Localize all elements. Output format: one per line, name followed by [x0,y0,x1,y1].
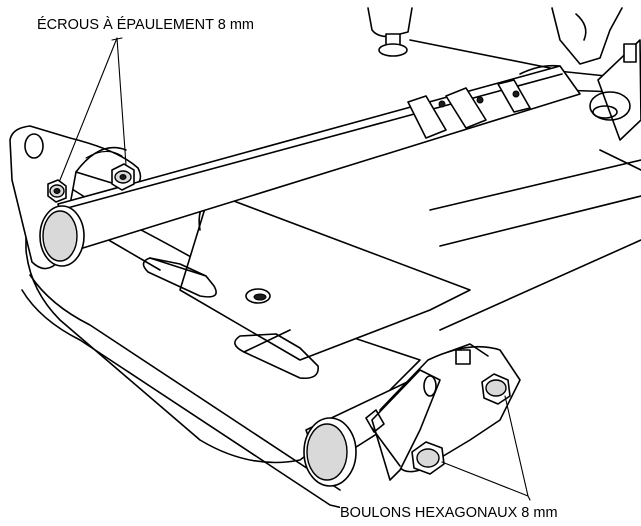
hex-bolts-callout: BOULONS HEXAGONAUX 8 mm [340,505,564,521]
shoulder-nut-right [111,163,135,191]
cross-tube [39,64,581,267]
top-callout-leaders [59,37,127,181]
bottom-callout-leaders [441,395,531,501]
hex-bolt-lower [411,441,445,475]
hex-bolt-upper [481,373,511,405]
shoulder-nut-left [47,179,67,203]
right-end-bracket [303,343,521,487]
side-rail [429,159,641,331]
shoulder-nuts-callout: ÉCROUS À ÉPAULEMENT 8 mm [37,17,255,33]
upper-mount-post [367,7,561,71]
